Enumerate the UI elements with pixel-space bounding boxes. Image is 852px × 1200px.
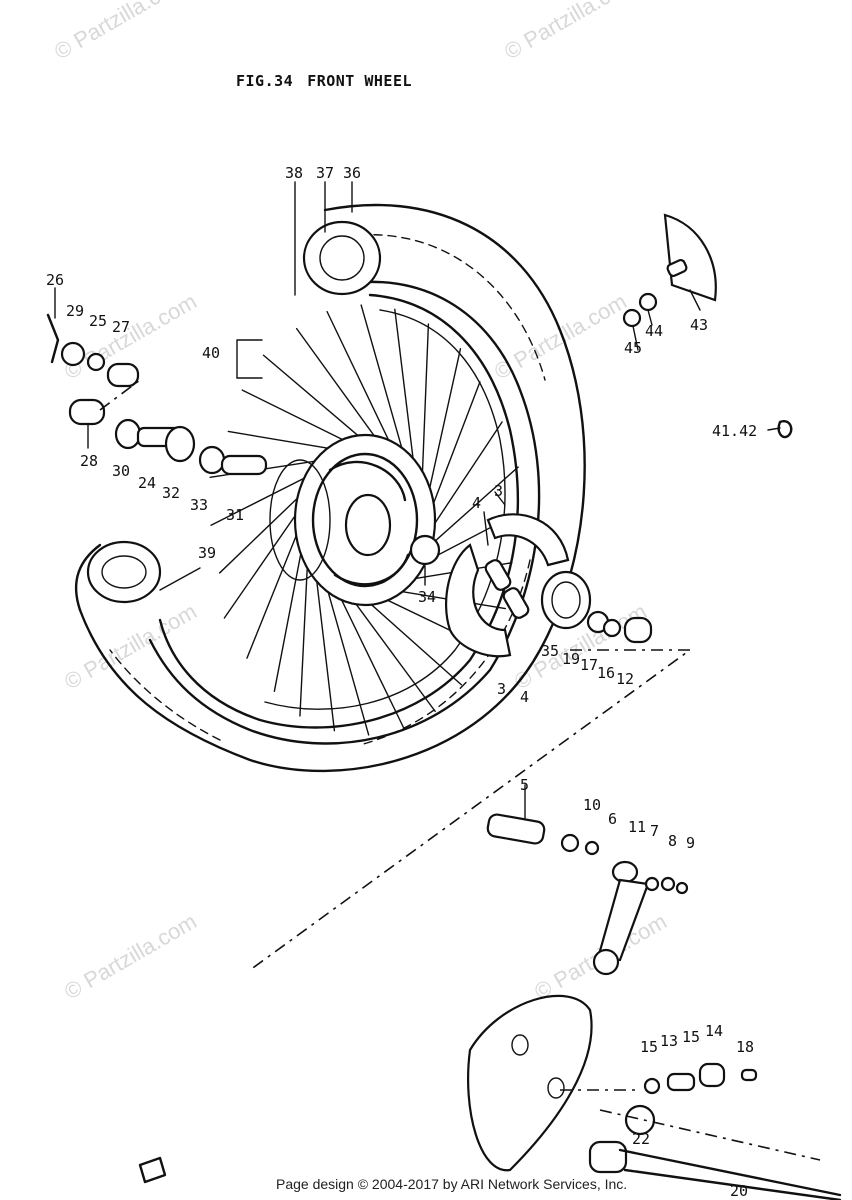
callout-number: 31 — [226, 506, 244, 524]
callout-number: 10 — [583, 796, 601, 814]
callout-number: 44 — [645, 322, 663, 340]
callout-number: 36 — [343, 164, 361, 182]
callout-number: 4 — [472, 494, 481, 512]
callout-number: 14 — [705, 1022, 723, 1040]
callout-number: 27 — [112, 318, 130, 336]
watermark: © Partzilla.com — [50, 0, 191, 64]
leader-lines — [54, 181, 781, 819]
callout-number: 17 — [580, 656, 598, 674]
callout-number: 8 — [668, 832, 677, 850]
callout-number: 18 — [736, 1038, 754, 1056]
figure-number: FIG.34 — [236, 72, 294, 90]
callout-number: 3 — [494, 482, 503, 500]
callout-number: 19 — [562, 650, 580, 668]
callout-number: 39 — [198, 544, 216, 562]
callout-number: 15 — [682, 1028, 700, 1046]
callout-number: 35 — [541, 642, 559, 660]
callout-number: 4 — [520, 688, 529, 706]
callout-number: 34 — [418, 588, 436, 606]
callout-number: 25 — [89, 312, 107, 330]
callout-number: 32 — [162, 484, 180, 502]
page-footer: Page design © 2004-2017 by ARI Network S… — [276, 1176, 628, 1192]
speedometer-gear-parts — [622, 213, 793, 439]
callout-number: 7 — [650, 822, 659, 840]
callout-number: 29 — [66, 302, 84, 320]
callout-number: 20 — [730, 1182, 748, 1200]
callout-number: 6 — [608, 810, 617, 828]
watermark: © Partzilla.com — [500, 0, 641, 64]
left-axle-parts — [46, 313, 268, 476]
callout-number: 43 — [690, 316, 708, 334]
callout-number: 13 — [660, 1032, 678, 1050]
callout-number: 41.42 — [712, 422, 757, 440]
callout-number: 5 — [520, 776, 529, 794]
callout-number: 15 — [640, 1038, 658, 1056]
figure-name: FRONT WHEEL — [307, 72, 413, 90]
callout-number: 28 — [80, 452, 98, 470]
brake-assembly — [249, 513, 693, 971]
callout-number: 24 — [138, 474, 156, 492]
callout-number: 9 — [686, 834, 695, 852]
watermark: © Partzilla.com — [60, 909, 201, 1005]
callout-number: 26 — [46, 271, 64, 289]
callout-number: 16 — [597, 664, 615, 682]
callout-number: 38 — [285, 164, 303, 182]
callout-number: 22 — [632, 1130, 650, 1148]
hub — [269, 433, 441, 607]
callout-number: 37 — [316, 164, 334, 182]
callout-number: 30 — [112, 462, 130, 480]
callout-number: 3 — [497, 680, 506, 698]
callout-number: 45 — [624, 339, 642, 357]
figure-title: FIG.34 FRONT WHEEL — [236, 72, 412, 90]
lower-brake-parts — [138, 813, 842, 1200]
callout-number: 33 — [190, 496, 208, 514]
callout-number: 12 — [616, 670, 634, 688]
callout-number: 11 — [628, 818, 646, 836]
rim — [158, 293, 520, 729]
callout-number: 40 — [202, 344, 220, 362]
